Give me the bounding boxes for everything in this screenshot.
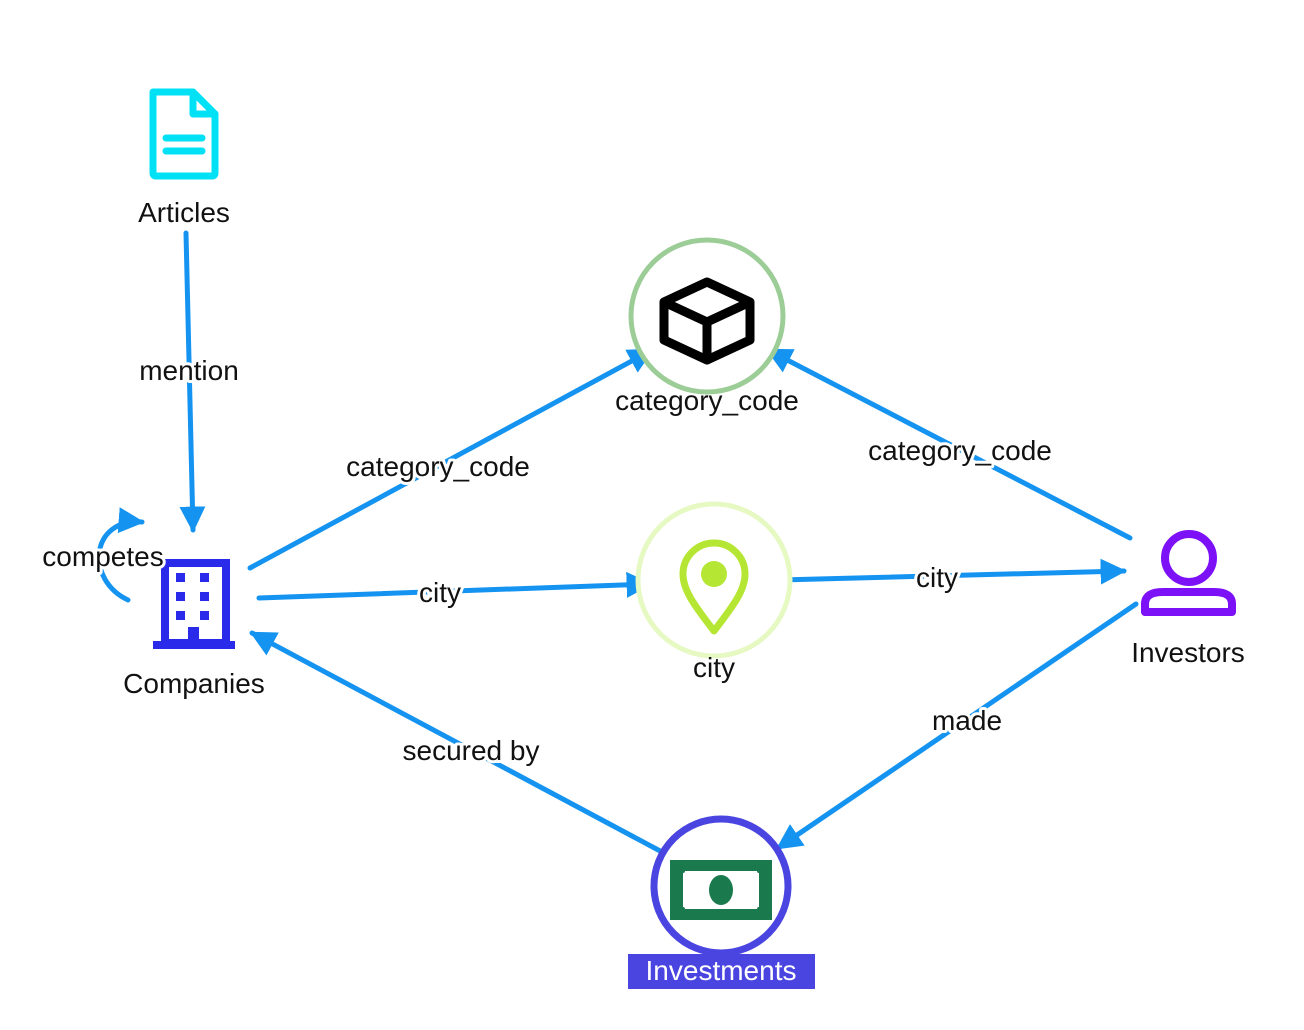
node-investments[interactable]: Investments bbox=[628, 815, 815, 989]
node-ring bbox=[628, 237, 786, 395]
edge-companies-city[interactable] bbox=[256, 571, 653, 601]
edge-label-made: made bbox=[932, 705, 1002, 736]
edge-label-secured-by: secured by bbox=[403, 735, 540, 766]
edge-secured-by[interactable] bbox=[249, 630, 665, 855]
node-label-category-code: category_code bbox=[615, 385, 799, 416]
selected-label-background bbox=[628, 954, 815, 989]
node-label-investors: Investors bbox=[1131, 637, 1245, 668]
edge-competes[interactable] bbox=[96, 507, 145, 603]
edge-label-mention: mention bbox=[139, 355, 239, 386]
edge-investors-category-code[interactable] bbox=[765, 347, 1133, 541]
banknote-icon bbox=[670, 860, 772, 920]
node-companies[interactable]: Companies bbox=[123, 559, 265, 699]
document-icon bbox=[149, 88, 219, 180]
nodes-layer: Articles Companies bbox=[123, 88, 1245, 989]
building-icon bbox=[153, 559, 235, 649]
edge-made[interactable] bbox=[775, 601, 1139, 851]
edge-label-companies-city: city bbox=[419, 577, 461, 608]
edge-label-investors-city: city bbox=[916, 562, 958, 593]
node-investors[interactable]: Investors bbox=[1131, 530, 1245, 668]
node-label-investments: Investments bbox=[646, 955, 797, 986]
edge-label-competes: competes bbox=[42, 541, 163, 572]
edge-label-companies-category-code: category_code bbox=[346, 451, 530, 482]
node-label-companies: Companies bbox=[123, 668, 265, 699]
edge-labels-layer: mention competes category_code city cate… bbox=[39, 352, 1055, 769]
node-articles[interactable]: Articles bbox=[138, 88, 230, 228]
map-pin-icon bbox=[679, 539, 749, 635]
node-label-articles: Articles bbox=[138, 197, 230, 228]
node-city[interactable]: city bbox=[635, 501, 793, 683]
edge-mention[interactable] bbox=[179, 230, 206, 533]
node-category-code[interactable]: category_code bbox=[615, 237, 799, 416]
edge-label-investors-category-code: category_code bbox=[868, 435, 1052, 466]
user-icon bbox=[1141, 530, 1236, 616]
cube-icon bbox=[659, 277, 755, 365]
node-label-city: city bbox=[693, 652, 735, 683]
edges-layer bbox=[96, 230, 1139, 855]
edge-companies-category-code[interactable] bbox=[247, 347, 655, 571]
edge-investors-city[interactable] bbox=[777, 558, 1127, 585]
